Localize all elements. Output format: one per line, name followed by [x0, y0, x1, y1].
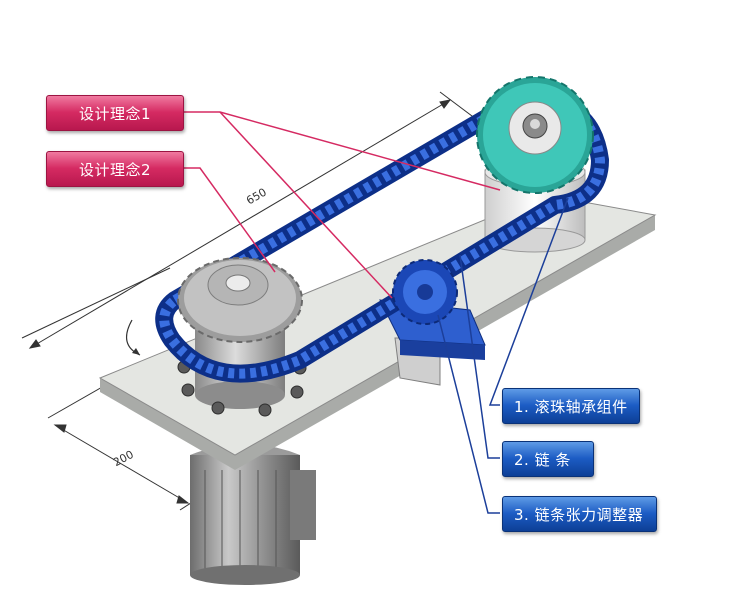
tensioner-sprocket	[392, 259, 458, 325]
design-concept-1-callout: 设计理念1	[46, 95, 184, 131]
driven-sprocket	[476, 76, 594, 194]
rotation-arrow-head	[132, 348, 140, 355]
drive-sprocket	[177, 257, 303, 343]
design-leader-lines	[183, 111, 501, 299]
part-leader-lines	[437, 197, 569, 514]
chain-tensioner-callout: 3. 链条张力调整器	[502, 496, 657, 532]
ball-bearing-assembly-callout: 1. 滚珠轴承组件	[502, 388, 640, 424]
gear-motor	[190, 444, 316, 585]
chain-callout: 2. 链 条	[502, 441, 594, 477]
mounting-bolts	[177, 360, 307, 417]
rotation-arrow	[125, 319, 141, 356]
design-concept-2-callout: 设计理念2	[46, 151, 184, 187]
